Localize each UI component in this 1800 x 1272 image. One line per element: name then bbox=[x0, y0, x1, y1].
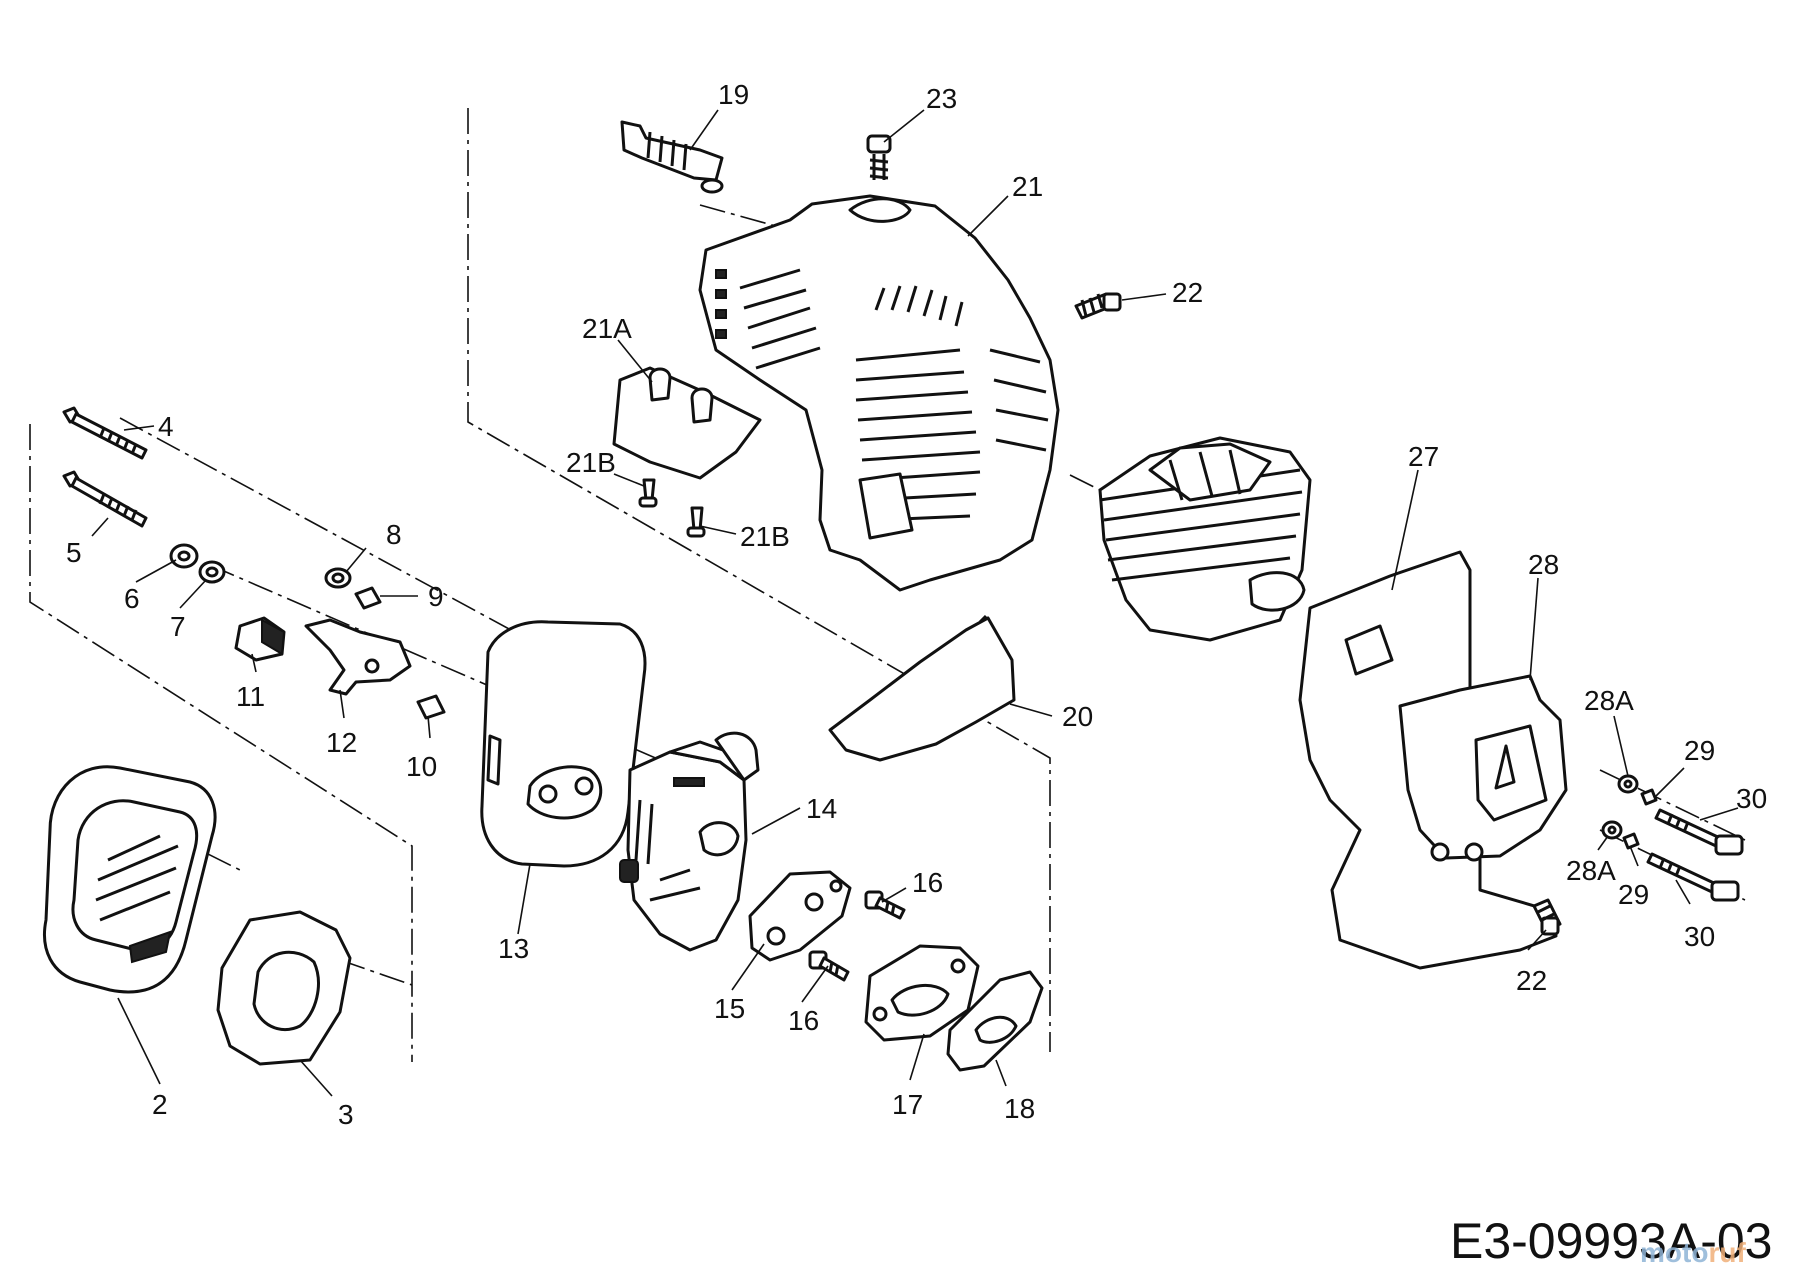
callout-21: 21 bbox=[1012, 171, 1043, 202]
screw-21b-left bbox=[638, 478, 658, 508]
callout-29-upper: 29 bbox=[1684, 735, 1715, 766]
callout-3: 3 bbox=[338, 1099, 354, 1130]
screw-16-lower bbox=[808, 950, 850, 982]
part-11 bbox=[234, 616, 286, 662]
watermark: motoruf bbox=[1640, 1237, 1746, 1268]
callout-22-upper: 22 bbox=[1172, 277, 1203, 308]
gasket-15 bbox=[748, 870, 852, 962]
screw-22-lower bbox=[1532, 898, 1562, 936]
screw-16-upper bbox=[864, 890, 906, 920]
screw-4 bbox=[62, 406, 148, 460]
callout-6: 6 bbox=[124, 583, 140, 614]
callout-10: 10 bbox=[406, 751, 437, 782]
callout-4: 4 bbox=[158, 411, 174, 442]
air-cleaner-case bbox=[480, 620, 647, 868]
callout-5: 5 bbox=[66, 537, 82, 568]
screw-21b-right bbox=[686, 506, 706, 538]
callout-8: 8 bbox=[386, 519, 402, 550]
washer-6 bbox=[169, 543, 199, 569]
callout-17: 17 bbox=[892, 1089, 923, 1120]
callout-21a: 21A bbox=[582, 313, 632, 344]
air-filter-cover bbox=[43, 765, 217, 994]
callouts: 19 23 21 22 21A 21B 21B 4 5 6 7 8 9 11 1… bbox=[66, 79, 1767, 1130]
watermark-part2: ruf bbox=[1708, 1237, 1746, 1268]
callout-19: 19 bbox=[718, 79, 749, 110]
callout-30-lower: 30 bbox=[1684, 921, 1715, 952]
nut-29-upper bbox=[1640, 788, 1658, 806]
callout-16-lower: 16 bbox=[788, 1005, 819, 1036]
callout-12: 12 bbox=[326, 727, 357, 758]
screw-5 bbox=[62, 470, 148, 528]
callout-13: 13 bbox=[498, 933, 529, 964]
callout-21b-right: 21B bbox=[740, 521, 790, 552]
bushing-10 bbox=[416, 694, 446, 720]
callout-27: 27 bbox=[1408, 441, 1439, 472]
watermark-part1: moto bbox=[1640, 1237, 1708, 1268]
callout-21b-left: 21B bbox=[566, 447, 616, 478]
cylinder-cover bbox=[698, 194, 1060, 592]
cylinder bbox=[1098, 436, 1312, 642]
leader-lines bbox=[91, 109, 1739, 1097]
callout-22-lower: 22 bbox=[1516, 965, 1547, 996]
callout-28a-upper: 28A bbox=[1584, 685, 1634, 716]
bushing-9 bbox=[354, 586, 382, 610]
bolt-30-upper bbox=[1654, 808, 1744, 856]
callout-23: 23 bbox=[926, 83, 957, 114]
callout-7: 7 bbox=[170, 611, 186, 642]
callout-18: 18 bbox=[1004, 1093, 1035, 1124]
bolt-30-lower bbox=[1646, 852, 1740, 902]
callout-16-upper: 16 bbox=[912, 867, 943, 898]
baffle-20 bbox=[828, 614, 1016, 762]
document-code: E3-09993A-03 bbox=[1450, 1213, 1772, 1269]
washer-28a-lower bbox=[1601, 820, 1623, 840]
callout-9: 9 bbox=[428, 581, 444, 612]
svg-text:motoruf: motoruf bbox=[1640, 1237, 1746, 1268]
washer-8 bbox=[324, 567, 352, 589]
callout-30-upper: 30 bbox=[1736, 783, 1767, 814]
filter-element bbox=[216, 910, 352, 1066]
bracket-12 bbox=[304, 618, 412, 696]
callout-14: 14 bbox=[806, 793, 837, 824]
muffler bbox=[1398, 674, 1568, 862]
spark-plug bbox=[620, 120, 724, 194]
gasket-18 bbox=[946, 970, 1044, 1072]
carburetor bbox=[619, 731, 760, 952]
screw-23 bbox=[866, 134, 892, 180]
washer-7 bbox=[198, 560, 226, 584]
callout-20: 20 bbox=[1062, 701, 1093, 732]
nut-29-lower bbox=[1622, 832, 1640, 850]
callout-15: 15 bbox=[714, 993, 745, 1024]
callout-11: 11 bbox=[236, 681, 265, 712]
heat-shield bbox=[612, 366, 762, 480]
insulator-17 bbox=[864, 944, 980, 1042]
callout-2: 2 bbox=[152, 1089, 168, 1120]
washer-28a-upper bbox=[1617, 774, 1639, 794]
screw-22-upper bbox=[1074, 292, 1122, 320]
callout-29-lower: 29 bbox=[1618, 879, 1649, 910]
callout-28: 28 bbox=[1528, 549, 1559, 580]
callout-28a-lower: 28A bbox=[1566, 855, 1616, 886]
